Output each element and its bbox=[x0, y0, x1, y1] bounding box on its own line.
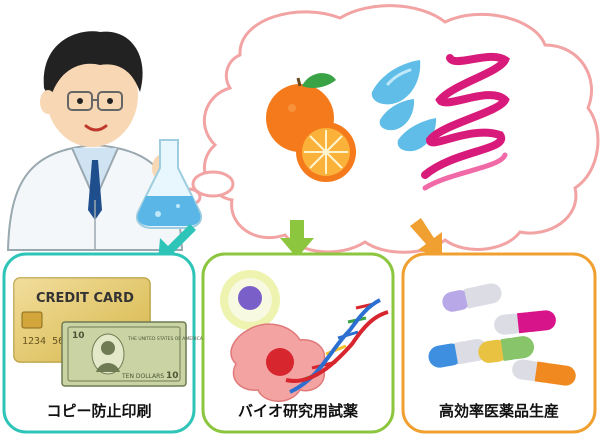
spiral-protein-icon bbox=[421, 52, 510, 191]
capsules-icon bbox=[428, 283, 576, 386]
credit-card-text: CREDIT CARD bbox=[36, 291, 134, 306]
banknote-denomination-right: 10 bbox=[166, 371, 179, 381]
panel-left-label: コピー防止印刷 bbox=[46, 402, 152, 420]
water-drops-icon bbox=[371, 60, 437, 152]
banknote-top-text: THE UNITED STATES OF AMERICA bbox=[127, 336, 204, 342]
banknote-bottom-text: TEN DOLLARS bbox=[121, 373, 164, 380]
thought-bubble-large bbox=[191, 170, 235, 198]
credit-card-number: 1234 5678 bbox=[22, 336, 76, 347]
orange-fruit-icon bbox=[266, 73, 356, 182]
banknote-denomination-left: 10 bbox=[72, 331, 85, 341]
panel-right-label: 高効率医薬品生産 bbox=[438, 402, 559, 420]
dna-helix-icon bbox=[285, 298, 389, 394]
banknote-icon: THE UNITED STATES OF AMERICA 10 10 TEN D… bbox=[61, 321, 204, 387]
flask-icon bbox=[136, 139, 202, 229]
arrow-middle-icon bbox=[280, 220, 314, 258]
arrow-right-icon bbox=[410, 218, 442, 258]
panel-middle-label: バイオ研究用試薬 bbox=[237, 402, 358, 420]
